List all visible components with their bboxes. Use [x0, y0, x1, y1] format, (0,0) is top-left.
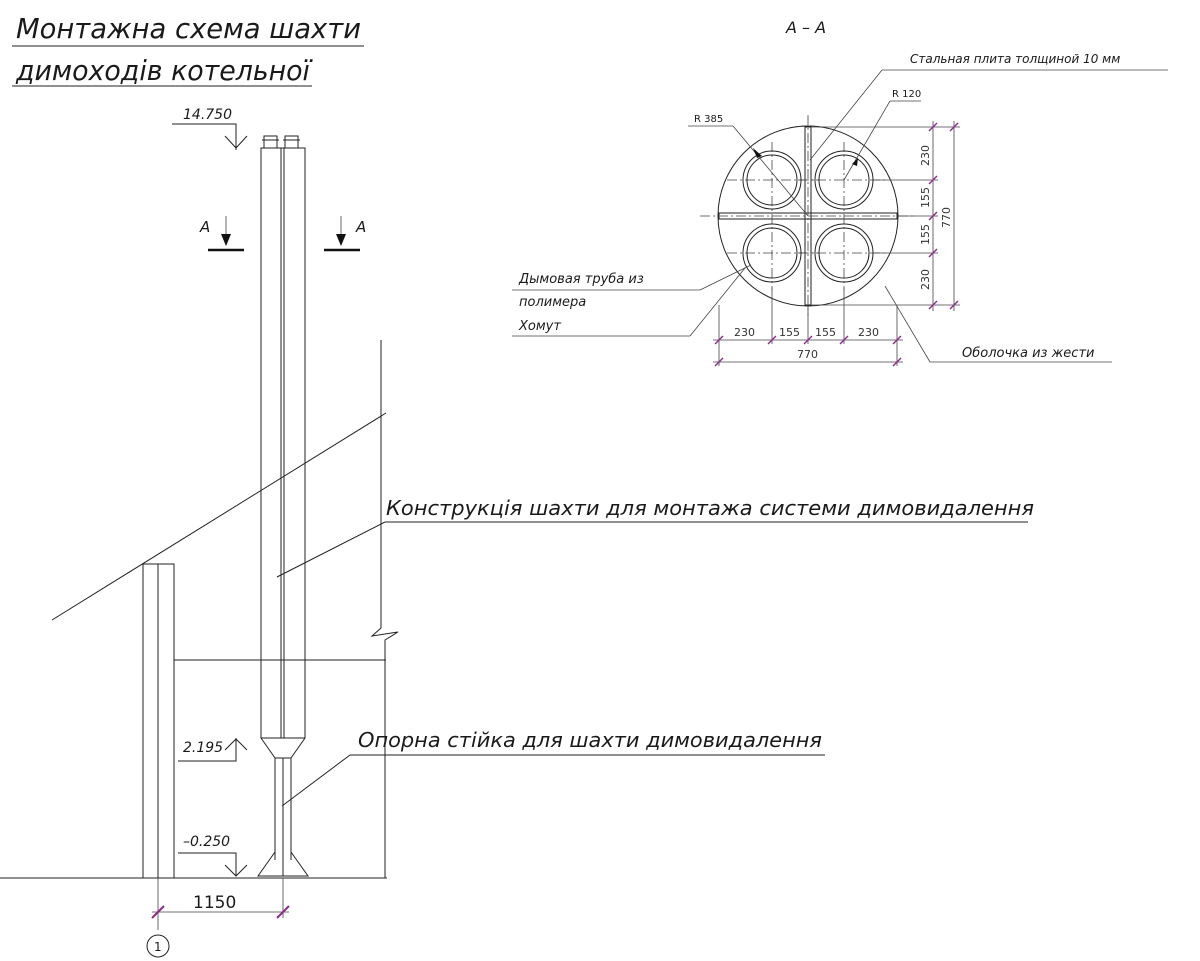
dimension-1150: 1150	[151, 878, 290, 930]
elevation-bottom-value: –0.250	[183, 834, 230, 850]
label-steel-plate-text: Стальная плита толщиной 10 мм	[910, 52, 1120, 66]
smoke-pipe-bottom-right	[814, 223, 874, 283]
callout-support-post: Опорна стійка для шахти димовидалення	[281, 728, 825, 807]
label-radius-outer-text: R 385	[694, 114, 723, 125]
elevation-mark-mid: 2.195	[178, 738, 248, 762]
dim-h-3: 155	[815, 326, 836, 339]
section-marker-left: А	[199, 216, 244, 252]
label-clamp: Хомут	[512, 267, 746, 337]
label-shell-text: Оболочка из жести	[962, 346, 1094, 361]
dim-v-4: 230	[919, 269, 932, 290]
callout-shaft-construction: Конструкція шахти для монтажа системи ди…	[276, 496, 1034, 578]
title-line-1: Монтажна схема шахти	[16, 12, 361, 45]
callout-shaft-construction-text: Конструкція шахти для монтажа системи ди…	[386, 496, 1034, 520]
label-smoke-pipe-line1: Дымовая труба из	[518, 272, 644, 287]
dimension-1150-value: 1150	[193, 893, 236, 913]
smoke-pipe-top-right	[814, 150, 874, 210]
roof-slope-line	[51, 412, 387, 621]
smoke-pipe-bottom-left	[742, 223, 802, 283]
plan-dimensions-horizontal: 230 155 155 230 770	[713, 288, 903, 367]
smoke-pipe-top-left	[742, 150, 802, 210]
label-steel-plate: Стальная плита толщиной 10 мм	[809, 52, 1168, 161]
label-radius-pipe: R 120	[843, 89, 921, 181]
dim-h-2: 155	[779, 326, 800, 339]
elevation-top-value: 14.750	[183, 107, 232, 123]
section-label: А – А	[785, 18, 826, 37]
section-marker-left-label: А	[199, 218, 210, 236]
dim-v-3: 155	[919, 224, 932, 245]
dim-h-1: 230	[734, 326, 755, 339]
callout-support-post-text: Опорна стійка для шахти димовидалення	[358, 728, 822, 752]
axis-bubble-1: 1	[146, 934, 170, 958]
title-block: Монтажна схема шахти димоходів котельної	[12, 12, 364, 87]
chimney-shaft	[257, 135, 309, 877]
elevation-mark-bottom: –0.250	[178, 834, 248, 877]
dim-v-1: 230	[919, 145, 932, 166]
axis-tick-left	[151, 905, 165, 919]
elevation-mid-value: 2.195	[183, 740, 223, 756]
axis-tick-right	[276, 905, 290, 919]
plan-dimensions-vertical: 230 155 155 230 770	[811, 121, 960, 311]
elevation-view: 14.750 2.195 –0.250 А А	[0, 107, 1034, 958]
label-shell: Оболочка из жести	[884, 285, 1112, 363]
label-radius-pipe-text: R 120	[892, 89, 921, 100]
dim-v-total: 770	[940, 207, 953, 228]
section-marker-right: А	[324, 216, 366, 252]
label-clamp-text: Хомут	[518, 319, 561, 334]
label-smoke-pipe: Дымовая труба из полимера	[512, 264, 752, 310]
dim-v-2: 155	[919, 187, 932, 208]
dim-h-total: 770	[797, 348, 818, 361]
title-line-2: димоходів котельної	[15, 54, 313, 87]
axis-label: 1	[154, 940, 162, 954]
building-break-line	[370, 340, 399, 878]
label-smoke-pipe-line2: полимера	[519, 295, 586, 310]
section-aa-plan: А – А Ст	[512, 18, 1168, 367]
elevation-mark-top: 14.750	[172, 107, 248, 150]
left-column	[142, 563, 175, 879]
section-marker-right-label: А	[355, 218, 366, 236]
label-radius-outer: R 385	[688, 114, 809, 217]
dim-h-4: 230	[858, 326, 879, 339]
